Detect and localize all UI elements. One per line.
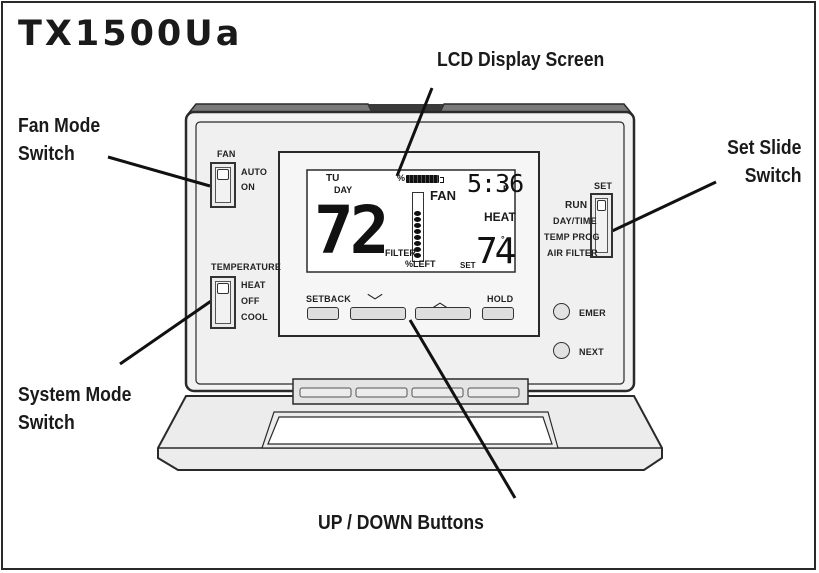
filter-gauge [412,192,424,262]
temperature-switch-knob[interactable] [217,283,229,294]
set-option-day-time: DAY/TIME [553,216,597,226]
lcd-filter-left-label: %LEFT [405,259,436,269]
fan-switch-knob[interactable] [217,169,229,180]
callout-fan-mode-line2: Switch [18,143,75,165]
lcd-day-top: TU [326,173,340,184]
callout-set-slide-line1: Set Slide [726,137,801,159]
callout-set-slide: Set Slide Switch [727,134,801,190]
set-switch-track [595,198,608,253]
battery-percent-symbol: % [397,173,406,183]
lcd-set-temperature: 74 [476,231,516,272]
battery-icon [406,175,439,183]
lcd-clock-suffix: P [503,184,510,194]
emer-button[interactable] [553,303,570,320]
lcd-set-label: SET [460,261,476,270]
set-switch-knob[interactable] [597,200,606,211]
callout-lcd-display: LCD Display Screen [437,49,605,71]
lcd-current-degree: ° [374,203,379,217]
callout-set-slide-line2: Switch [744,165,801,187]
fan-switch-label: FAN [217,149,236,159]
next-button[interactable] [553,342,570,359]
battery-tip-icon [440,177,444,183]
system-mode-switch[interactable] [210,276,236,329]
callout-fan-mode-line1: Fan Mode [18,115,101,137]
lcd-current-temperature: 72 [314,192,390,269]
lcd-fan-indicator: FAN [430,188,456,203]
setback-label: SETBACK [306,294,351,304]
model-title: TX1500Ua [18,14,243,54]
fan-option-auto: AUTO [241,167,268,177]
lcd-filter-label: FILTER [385,248,416,258]
lcd-clock: 5:36 [467,169,524,198]
temperature-option-off: OFF [241,296,260,306]
next-label: NEXT [579,347,604,357]
emer-label: EMER [579,308,606,318]
hold-button[interactable] [482,307,514,320]
fan-option-on: ON [241,182,255,192]
temperature-option-cool: COOL [241,312,268,322]
hold-label: HOLD [487,294,514,304]
lcd-day-bottom: DAY [334,185,353,195]
up-arrow-icon: ︿ [432,294,449,311]
lcd-set-degree: ° [501,234,505,244]
fan-mode-switch[interactable] [210,162,236,208]
temperature-switch-label: TEMPERATURE [211,262,282,272]
up-button[interactable] [415,307,471,320]
set-option-run: RUN [565,200,588,211]
lcd-mode-heat: HEAT [484,210,516,224]
set-slide-switch[interactable] [590,193,613,258]
callout-system-mode-line1: System Mode [18,384,132,406]
set-option-temp-prog: TEMP PROG [544,232,600,242]
set-switch-label: SET [594,181,613,191]
callout-fan-mode: Fan Mode Switch [18,112,100,168]
filter-gauge-dots [414,211,421,258]
setback-button[interactable] [307,307,339,320]
temperature-option-heat: HEAT [241,280,266,290]
set-option-air-filter: AIR FILTER [547,248,598,258]
down-arrow-icon: ﹀ [367,294,384,311]
callout-up-down-buttons: UP / DOWN Buttons [318,512,484,534]
down-button[interactable] [350,307,406,320]
callout-system-mode: System Mode Switch [18,381,131,437]
callout-system-mode-line2: Switch [18,412,75,434]
